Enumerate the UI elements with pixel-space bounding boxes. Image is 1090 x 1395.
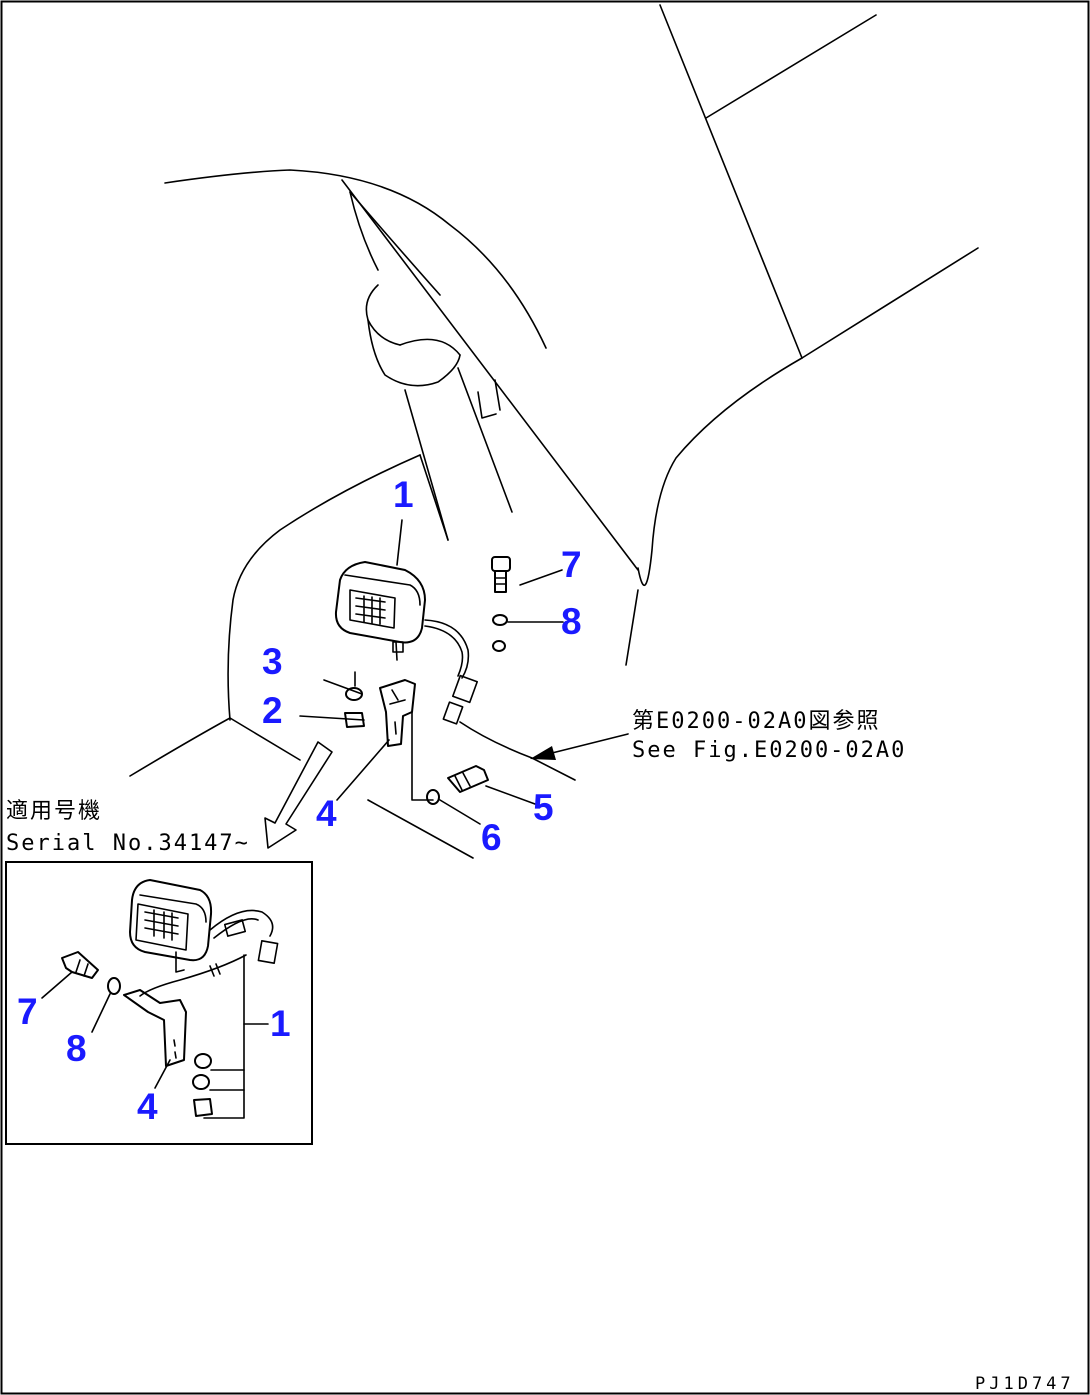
callout-inset-7: 7 — [17, 991, 38, 1032]
inset-washer-8 — [107, 977, 121, 995]
inset-wire-harness — [139, 909, 279, 997]
callout-main-3: 3 — [262, 641, 283, 682]
callout-main-6: 6 — [481, 817, 502, 858]
work-lamp — [334, 561, 426, 661]
serial-note-japanese: 適用号機 — [6, 799, 102, 824]
nut-2 — [344, 712, 365, 728]
serial-note-english: Serial No.34147~ — [6, 831, 250, 856]
inset-box — [5, 861, 313, 1145]
washer-8 — [492, 614, 508, 652]
washer-6 — [426, 789, 440, 805]
callout-inset-1: 1 — [270, 1003, 291, 1044]
inset-leader-lines — [41, 954, 269, 1119]
callout-main-7: 7 — [561, 544, 582, 585]
callout-main-1: 1 — [393, 474, 414, 515]
callout-main-2: 2 — [262, 690, 283, 731]
bracket — [354, 671, 434, 801]
callout-inset-8: 8 — [66, 1028, 87, 1069]
callout-main-4: 4 — [316, 793, 337, 834]
callout-inset-4: 4 — [137, 1086, 158, 1127]
machine-body-outline — [129, 4, 979, 859]
callout-main-5: 5 — [533, 787, 554, 828]
inset-bolt-7 — [61, 951, 99, 979]
drawing-code: PJ1D747 — [975, 1374, 1075, 1394]
inset-bracket — [123, 989, 187, 1067]
leader-lines — [299, 519, 564, 825]
reference-note-japanese: 第E0200-02A0図参照 — [632, 709, 880, 734]
inset-nut-washers — [192, 1053, 213, 1117]
reference-arrow — [530, 733, 629, 760]
callout-main-8: 8 — [561, 601, 582, 642]
inset-pointer-arrow — [264, 741, 333, 849]
reference-note-english: See Fig.E0200-02A0 — [632, 738, 906, 763]
bolt-7 — [491, 556, 511, 593]
bolt-5 — [447, 765, 489, 793]
inset-lamp — [129, 879, 213, 973]
